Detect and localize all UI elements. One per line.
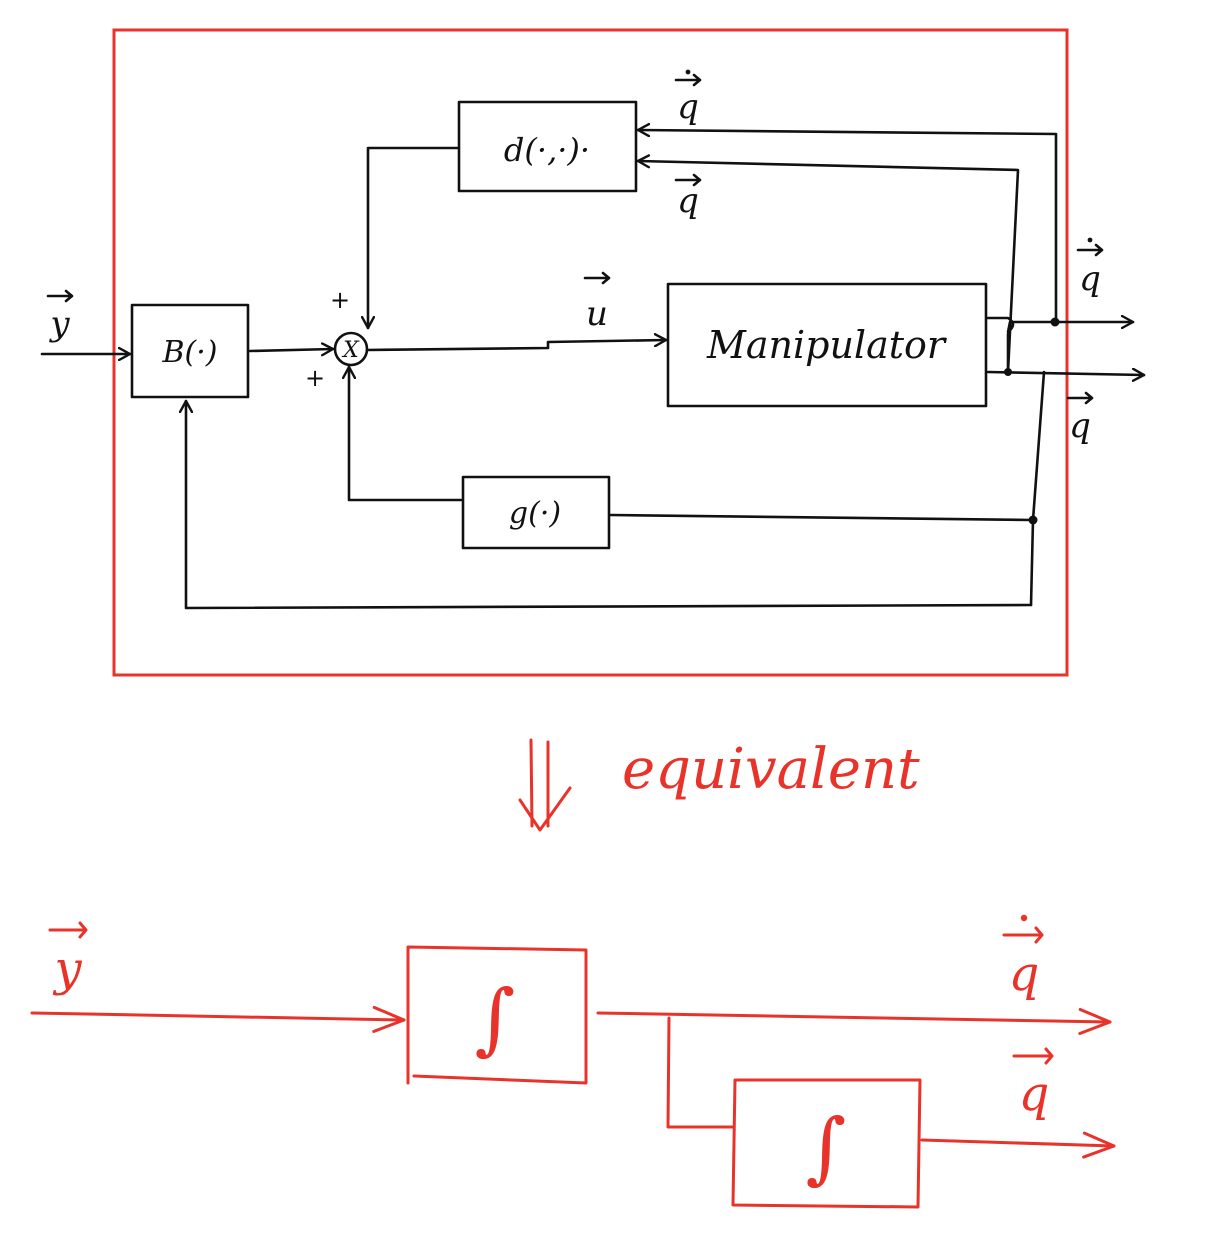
d-block: d(·,·)· [457,100,638,193]
out-q-line [986,372,1146,375]
manipulator-block: Manipulator [666,282,988,408]
bottom-branch-line [666,1016,736,1129]
u-signal-line [365,340,668,352]
g-to-junction-line [349,365,463,502]
signal-label-qdot-out: q [1076,237,1104,299]
svg-text:u: u [586,294,608,334]
integrator-2: ∫ [731,1078,922,1209]
q-to-g-line [609,513,1035,522]
equivalent-arrow [518,738,572,832]
q-down-line [1029,370,1046,607]
integrator-1: ∫ [406,945,588,1085]
signal-label-u: u [583,271,611,334]
signal-label-q-top: q [674,173,702,221]
bottom-q-line [920,1131,1116,1159]
equivalent-label: equivalent [622,737,920,802]
g-block: g(·) [461,475,611,550]
svg-text:q: q [1079,259,1101,299]
b-block: B(·) [130,303,250,399]
signal-label-qdot-bottom: q [1002,914,1044,1002]
svg-text:q: q [1009,946,1040,1002]
svg-text:q: q [1019,1066,1050,1122]
b-to-junction-line [248,349,335,351]
summing-junction: X [333,331,369,367]
svg-text:q: q [1069,406,1091,446]
b-block-label: B(·) [162,335,218,370]
signal-label-q-bottom: q [1012,1047,1054,1122]
summing-junction-symbol: X [341,338,360,363]
bottom-qdot-line [596,1007,1112,1035]
svg-text:y: y [48,304,70,344]
highlight-frame [112,28,1069,677]
node-dot [1050,317,1060,327]
integrator-2-symbol: ∫ [806,1103,847,1193]
integrator-1-symbol: ∫ [475,974,516,1064]
signal-label-qdot-top: q [674,69,702,127]
node-dot [1004,368,1012,376]
node-dot [1028,515,1038,525]
plus-sign-bottom: + [305,364,325,392]
signal-label-y-bottom: y [48,921,88,997]
out-qdot-line [986,318,1135,334]
bottom-input-line [30,1005,406,1033]
svg-text:q: q [677,87,699,127]
signal-label-q-out: q [1066,391,1094,446]
svg-text:q: q [677,181,699,221]
q-to-b-line [186,399,1033,610]
manipulator-block-label: Manipulator [706,323,948,367]
g-block-label: g(·) [509,496,561,531]
svg-text:y: y [52,941,82,997]
d-to-junction-line [368,146,459,330]
qdot-to-d-line [636,130,1058,324]
q-to-d-line [636,161,1020,374]
d-block-label: d(·,·)· [504,131,590,169]
signal-label-y-top: y [46,289,74,344]
plus-sign-top: + [330,286,350,314]
